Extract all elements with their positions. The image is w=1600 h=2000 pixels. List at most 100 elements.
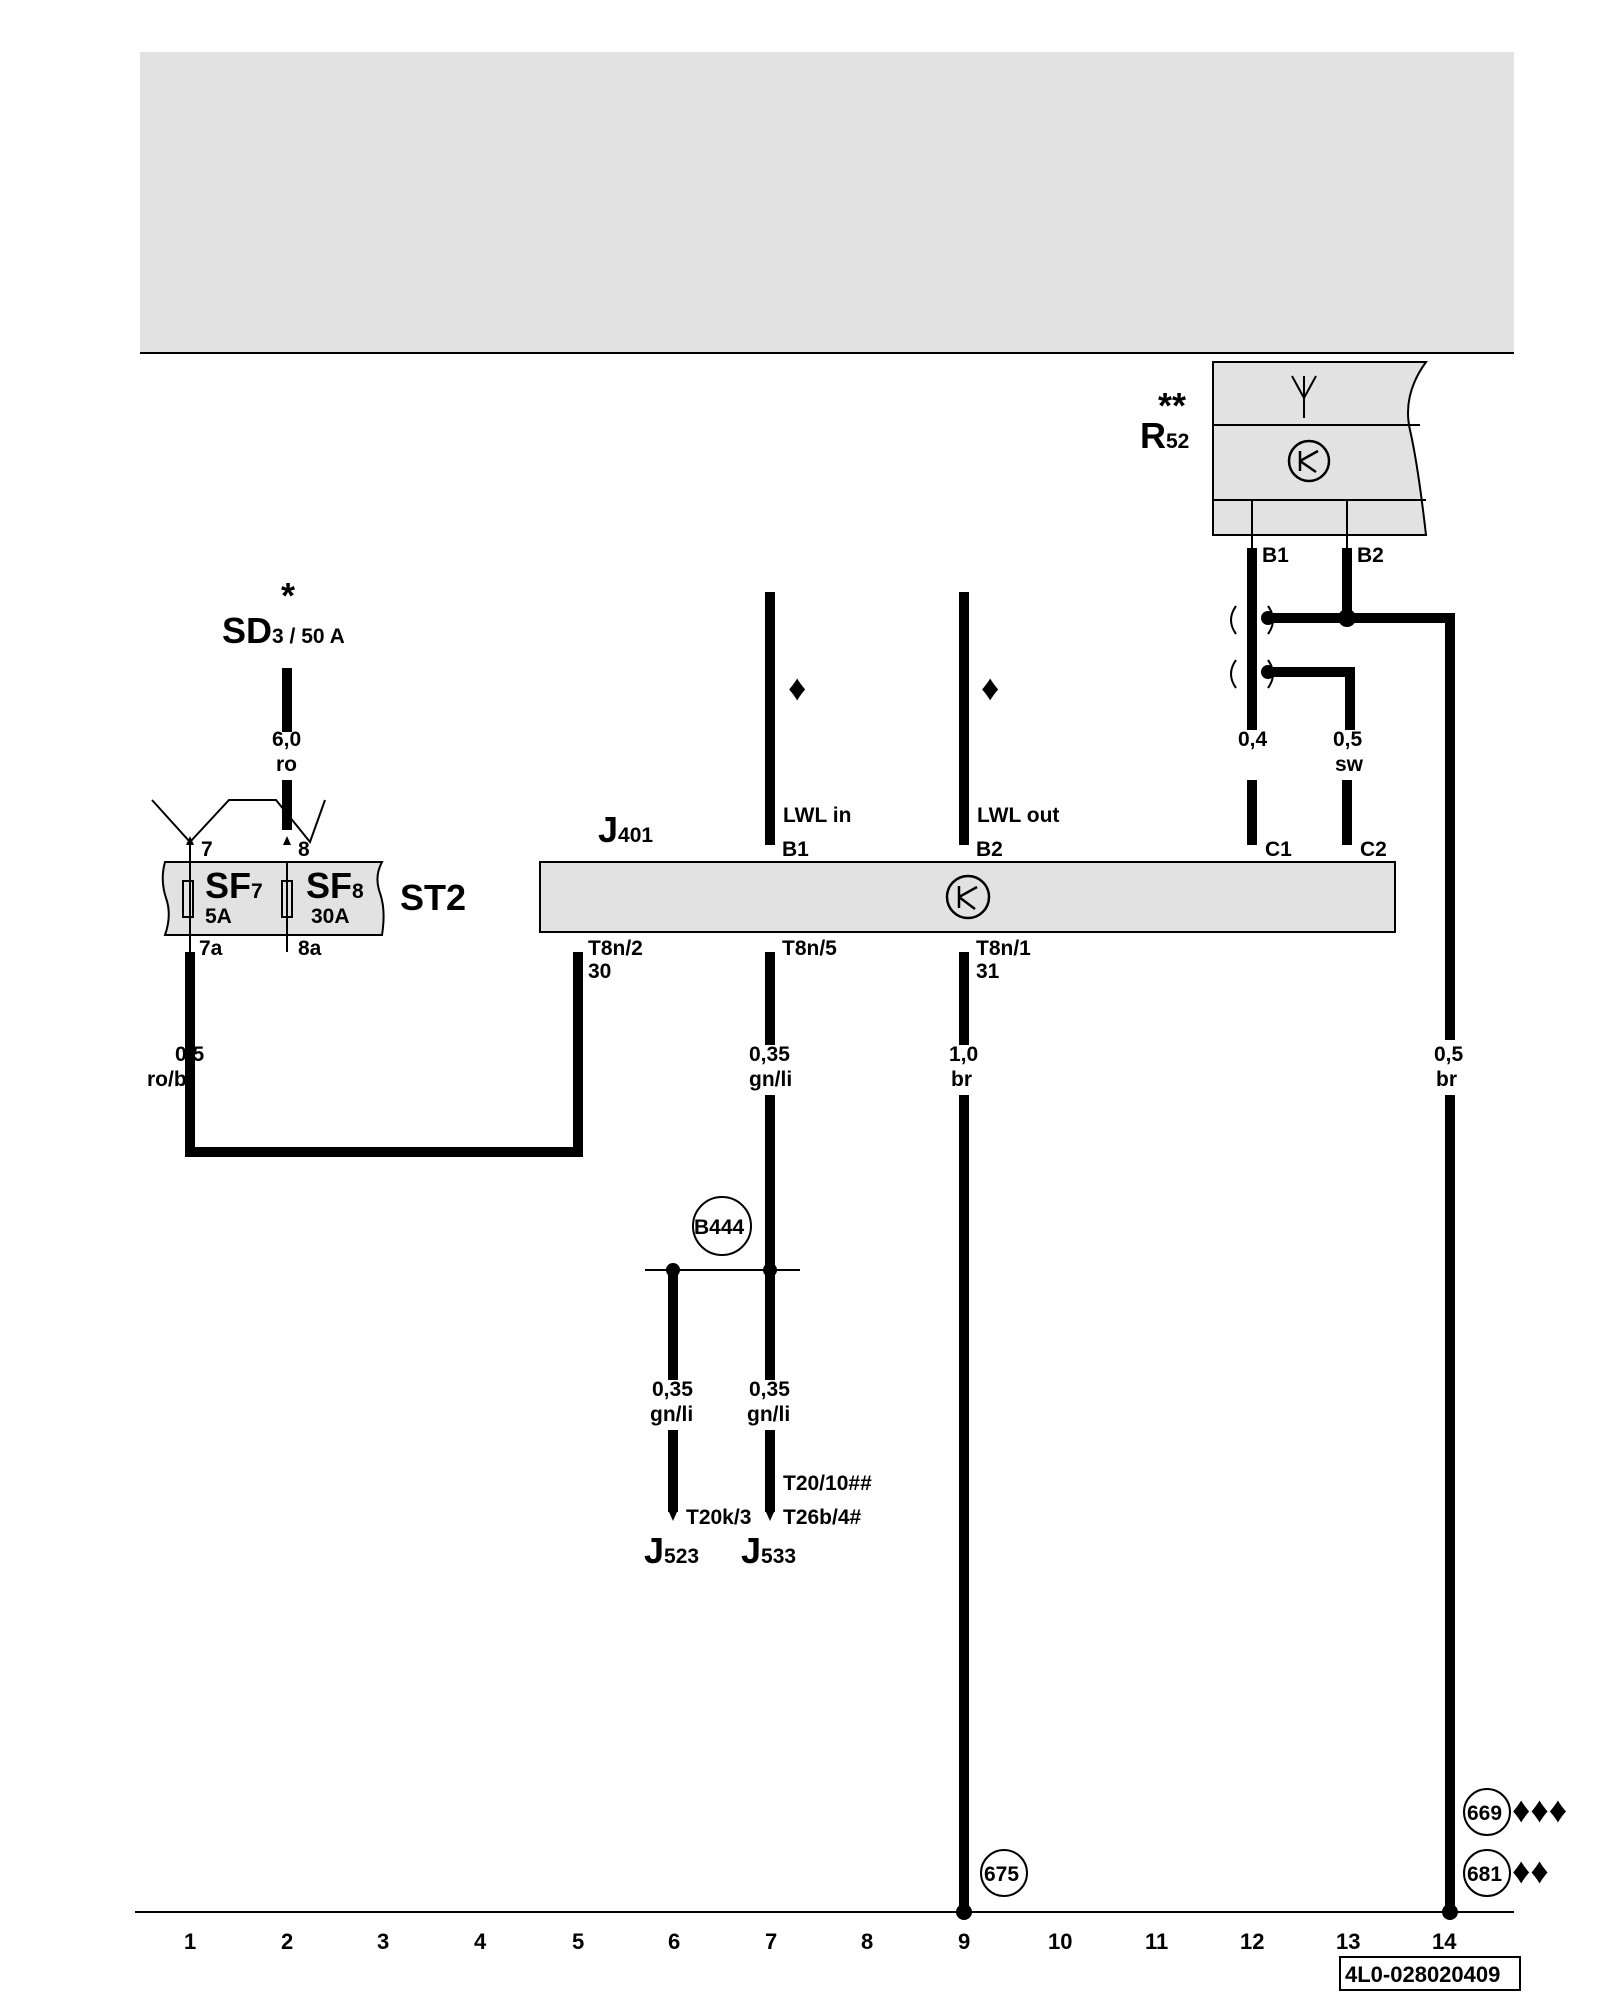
r52-label: R52 (1140, 415, 1189, 456)
sf8-letter: SF (306, 865, 352, 906)
wire-ground14-size-top: 0,5 (1434, 1043, 1464, 1066)
sd-letter: SD (222, 610, 272, 651)
column-number: 4 (474, 1929, 487, 1954)
j401-terminal-31: 31 (976, 960, 1000, 983)
connection-b444-icon (692, 1196, 752, 1256)
j401-pin-b2: B2 (976, 838, 1003, 861)
wire-j523-size: 0,35 (652, 1378, 693, 1401)
j533-pin-a-mark: ## (848, 1472, 872, 1495)
j533-pin-a: T20/10## (783, 1472, 872, 1495)
j523-letter: J (644, 1530, 664, 1571)
j401-label: J401 (598, 809, 653, 850)
j523-subscript: 523 (664, 1545, 699, 1568)
component-j401[interactable] (539, 861, 1396, 933)
st2-label: ST2 (400, 877, 466, 918)
ground-675-icon (980, 1849, 1028, 1897)
wire-ground14-color-top: br (1436, 1068, 1457, 1091)
shield-icon (1230, 605, 1274, 689)
pin-arrow-icons (669, 1512, 774, 1521)
j523-label: J523 (644, 1530, 699, 1571)
ground-669-icon (1463, 1788, 1511, 1836)
wire-j523-color: gn/li (650, 1403, 693, 1426)
r52-asterisks: ** (1158, 385, 1186, 426)
j533-subscript: 533 (761, 1545, 796, 1568)
sd-asterisk: * (281, 575, 295, 616)
ground-681-icon (1463, 1849, 1511, 1897)
column-number: 8 (861, 1929, 873, 1954)
wire-t8n5-size: 0,35 (749, 1043, 790, 1066)
j533-pin-b-mark: # (850, 1506, 862, 1529)
j401-terminal-30: 30 (588, 960, 611, 983)
column-number: 14 (1432, 1929, 1457, 1954)
wire-t8n1-color: br (951, 1068, 972, 1091)
connection-b444-label: B444 (694, 1216, 745, 1239)
wire-r52-b2-size: 0,5 (1333, 728, 1363, 751)
bus-bar (151, 799, 326, 862)
header-band (140, 52, 1514, 352)
sf8-subscript: 8 (352, 880, 364, 903)
ground-669-marker: ♦♦♦ (1512, 1789, 1567, 1830)
wire-r52-b2-color: sw (1335, 753, 1364, 776)
sf7-pin-top: 7 (201, 838, 213, 861)
lwl-in-marker: ♦ (788, 667, 806, 708)
j401-pin-t8n1: T8n/1 (976, 937, 1031, 960)
junction-dot (763, 1263, 777, 1277)
transistor-icon (945, 874, 991, 920)
j401-pin-t8n5: T8n/5 (782, 937, 837, 960)
ground-681-label: 681 (1467, 1863, 1502, 1886)
wire-sf7-size: 0,5 (175, 1043, 205, 1066)
r52-subscript: 52 (1166, 430, 1189, 453)
wire-j533-size: 0,35 (749, 1378, 790, 1401)
wire-sd-size: 6,0 (272, 728, 301, 751)
sf7-letter: SF (205, 865, 251, 906)
column-number: 3 (377, 1929, 389, 1954)
antenna-icon (1291, 375, 1317, 418)
column-number: 10 (1048, 1929, 1072, 1954)
sf7-subscript: 7 (251, 880, 263, 903)
sd-subscript: 3 / 50 A (272, 625, 345, 648)
wire-t8n1-size: 1,0 (949, 1043, 978, 1066)
column-number: 11 (1145, 1929, 1168, 1954)
column-number: 2 (281, 1929, 293, 1954)
lwl-out-marker: ♦ (981, 667, 999, 708)
pin-arrow-icons (186, 548, 1351, 961)
sf8-label: SF8 (306, 865, 364, 906)
ground-669-label: 669 (1467, 1802, 1502, 1825)
wire-sf7-to-j401 (185, 952, 583, 1157)
column-number: 7 (765, 1929, 777, 1954)
wire-r52-shield-2 (1268, 667, 1355, 730)
column-number: 12 (1240, 1929, 1264, 1954)
j401-pin-c1: C1 (1265, 838, 1292, 861)
sf7-label: SF7 (205, 865, 263, 906)
column-number: 9 (958, 1929, 970, 1954)
component-r52[interactable] (1212, 361, 1428, 548)
fuse-sf7-icon (182, 880, 194, 918)
r52-pin-b1: B1 (1262, 544, 1289, 567)
j401-pin-t8n2: T8n/2 (588, 937, 643, 960)
sf8-pin-top: 8 (298, 838, 310, 861)
sf7-pin-bottom: 7a (199, 937, 223, 960)
sd-label: SD3 / 50 A (222, 610, 345, 651)
fuse-block-st2[interactable] (161, 861, 385, 952)
j401-pin-b1: B1 (782, 838, 809, 861)
r52-pin-b2: B2 (1357, 544, 1384, 567)
junction-dot (1442, 1904, 1458, 1920)
junction-dot (1338, 609, 1356, 627)
j523-pin: T20k/3 (686, 1506, 751, 1529)
column-number: 5 (572, 1929, 584, 1954)
junction-dot (956, 1904, 972, 1920)
j401-subscript: 401 (618, 824, 653, 847)
document-id: 4L0-028020409 (1345, 1962, 1500, 1987)
j533-pin-b: T26b/4# (783, 1506, 862, 1529)
sf8-rating: 30A (311, 905, 350, 928)
wire-t8n5-color: gn/li (749, 1068, 792, 1091)
j401-pin-c2: C2 (1360, 838, 1387, 861)
j533-label: J533 (741, 1530, 796, 1571)
wire-sd-color: ro (276, 753, 297, 776)
wire-sf7-color: ro/br (147, 1068, 195, 1091)
wire-r52-shield-1 (1268, 613, 1455, 1912)
lwl-out-label: LWL out (977, 804, 1059, 827)
r52-letter: R (1140, 415, 1166, 456)
column-number: 13 (1336, 1929, 1360, 1954)
